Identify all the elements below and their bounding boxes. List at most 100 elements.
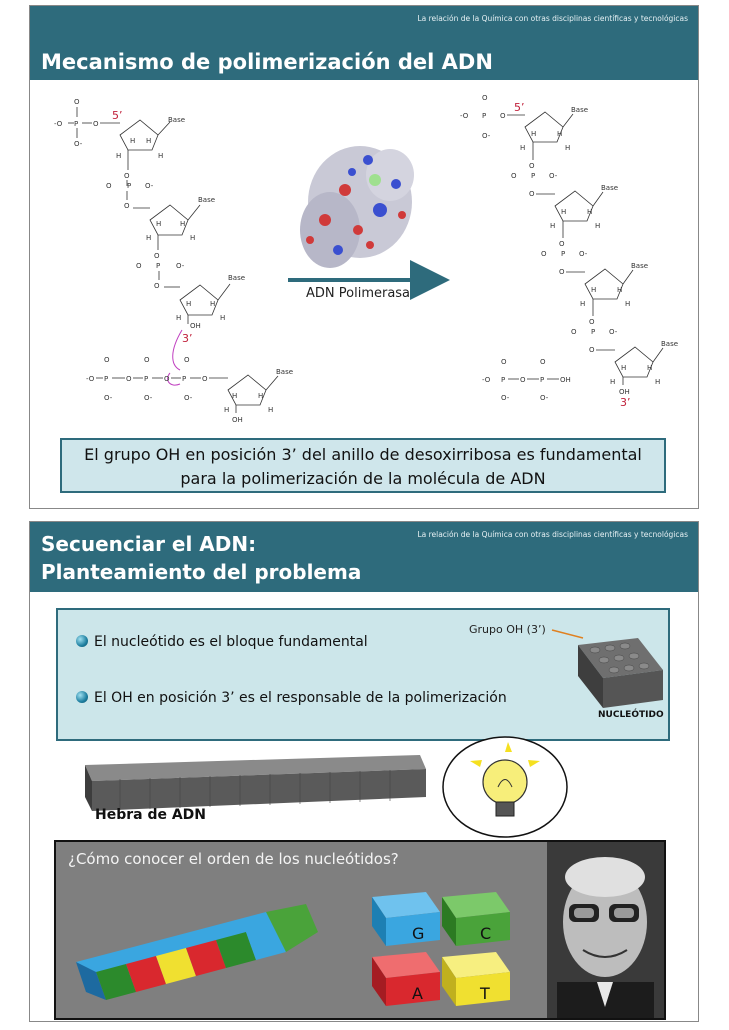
svg-text:H: H — [617, 286, 622, 294]
svg-text:O: O — [511, 172, 517, 180]
svg-text:O-: O- — [579, 250, 588, 258]
svg-text:Base: Base — [661, 340, 678, 348]
bullet-item: El nucleótido es el bloque fundamental — [76, 634, 368, 650]
caption-line-2: para la polimerización de la molécula de… — [180, 469, 546, 488]
svg-text:P: P — [482, 112, 486, 120]
block-t: T — [442, 952, 510, 1006]
svg-text:Base: Base — [198, 196, 215, 204]
svg-text:P: P — [501, 376, 505, 384]
svg-text:O-: O- — [74, 140, 83, 148]
svg-text:H: H — [621, 364, 626, 372]
svg-text:Base: Base — [631, 262, 648, 270]
svg-text:OH: OH — [560, 376, 571, 384]
colored-bricks-graphic: G C A T — [76, 892, 510, 1006]
svg-text:P: P — [531, 172, 535, 180]
lightbulb-icon — [470, 742, 540, 817]
svg-text:H: H — [190, 234, 195, 242]
svg-text:O: O — [202, 375, 208, 383]
header-topline: La relación de la Química con otras disc… — [417, 14, 688, 23]
svg-text:O-: O- — [184, 394, 193, 402]
svg-text:H: H — [180, 220, 185, 228]
svg-text:O-: O- — [145, 182, 154, 190]
svg-text:H: H — [146, 234, 151, 242]
svg-text:H: H — [655, 378, 660, 386]
svg-text:O-: O- — [144, 394, 153, 402]
svg-text:O-: O- — [609, 328, 618, 336]
scientist-photo — [547, 842, 664, 1018]
dna-polymerase-structure — [300, 146, 414, 268]
svg-text:H: H — [232, 392, 237, 400]
block-letter: C — [480, 924, 491, 943]
svg-text:O-: O- — [540, 394, 549, 402]
svg-text:O: O — [106, 182, 112, 190]
five-prime-label: 5’ — [112, 109, 123, 122]
svg-text:Base: Base — [276, 368, 293, 376]
svg-text:H: H — [176, 314, 181, 322]
caption-line-1: El grupo OH en posición 3’ del anillo de… — [84, 445, 642, 464]
svg-text:O-: O- — [549, 172, 558, 180]
svg-text:O: O — [184, 356, 190, 364]
svg-text:H: H — [557, 130, 562, 138]
svg-text:O: O — [154, 252, 160, 260]
svg-text:P: P — [561, 250, 565, 258]
svg-text:H: H — [520, 144, 525, 152]
svg-text:OH: OH — [619, 388, 630, 396]
svg-text:H: H — [268, 406, 273, 414]
svg-text:O: O — [500, 112, 506, 120]
leaving-arrow — [167, 372, 181, 386]
block-letter: A — [412, 984, 423, 1003]
svg-text:O: O — [482, 94, 488, 102]
block-g: G — [372, 892, 440, 946]
svg-text:O: O — [589, 346, 595, 354]
o-label: O — [74, 98, 80, 106]
slide-header: La relación de la Química con otras disc… — [30, 522, 698, 592]
svg-text:O-: O- — [501, 394, 510, 402]
svg-text:O: O — [93, 120, 99, 128]
svg-text:O: O — [154, 282, 160, 290]
svg-text:H: H — [531, 130, 536, 138]
title-line-2: Planteamiento del problema — [41, 560, 362, 584]
three-prime-label-right: 3’ — [620, 396, 631, 409]
block-letter: T — [479, 984, 490, 1003]
colored-strand — [76, 904, 318, 1000]
svg-text:Base: Base — [601, 184, 618, 192]
slide-header: La relación de la Química con otras disc… — [30, 6, 698, 80]
svg-text:P: P — [104, 375, 108, 383]
block-letter: G — [412, 924, 424, 943]
svg-text:O: O — [124, 172, 130, 180]
svg-text:O-: O- — [176, 262, 185, 270]
svg-text:H: H — [258, 392, 263, 400]
question-text: ¿Cómo conocer el orden de los nucleótido… — [68, 850, 399, 868]
svg-text:H: H — [595, 222, 600, 230]
arrow-label: ADN Polimerasa — [306, 286, 411, 301]
five-prime-label-right: 5’ — [514, 101, 525, 114]
slide-secuenciar: La relación de la Química con otras disc… — [29, 521, 699, 1022]
svg-text:O: O — [124, 202, 130, 210]
header-topline: La relación de la Química con otras disc… — [417, 530, 688, 539]
svg-text:Base: Base — [228, 274, 245, 282]
svg-text:H: H — [550, 222, 555, 230]
bullet-icon — [76, 691, 88, 703]
svg-text:O: O — [164, 375, 170, 383]
block-a: A — [372, 952, 440, 1006]
svg-text:Base: Base — [168, 116, 185, 124]
svg-text:O: O — [529, 190, 535, 198]
svg-text:Base: Base — [571, 106, 588, 114]
svg-text:OH: OH — [190, 322, 201, 330]
question-panel: ¿Cómo conocer el orden de los nucleótido… — [54, 840, 666, 1020]
svg-text:O: O — [144, 356, 150, 364]
nucleotido-label: NUCLEÓTIDO — [598, 710, 664, 720]
pointer-line — [551, 629, 584, 639]
nucleotide-brick-graphic — [551, 629, 663, 708]
svg-text:O: O — [559, 268, 565, 276]
caption-box: El grupo OH en posición 3’ del anillo de… — [60, 438, 666, 493]
hebra-label: Hebra de ADN — [95, 807, 207, 823]
svg-text:H: H — [186, 300, 191, 308]
svg-text:H: H — [146, 137, 151, 145]
svg-text:O: O — [571, 328, 577, 336]
svg-text:H: H — [561, 208, 566, 216]
slide-title: Secuenciar el ADN: Planteamiento del pro… — [41, 530, 361, 586]
three-prime-label: 3’ — [182, 332, 193, 345]
svg-text:O: O — [136, 262, 142, 270]
